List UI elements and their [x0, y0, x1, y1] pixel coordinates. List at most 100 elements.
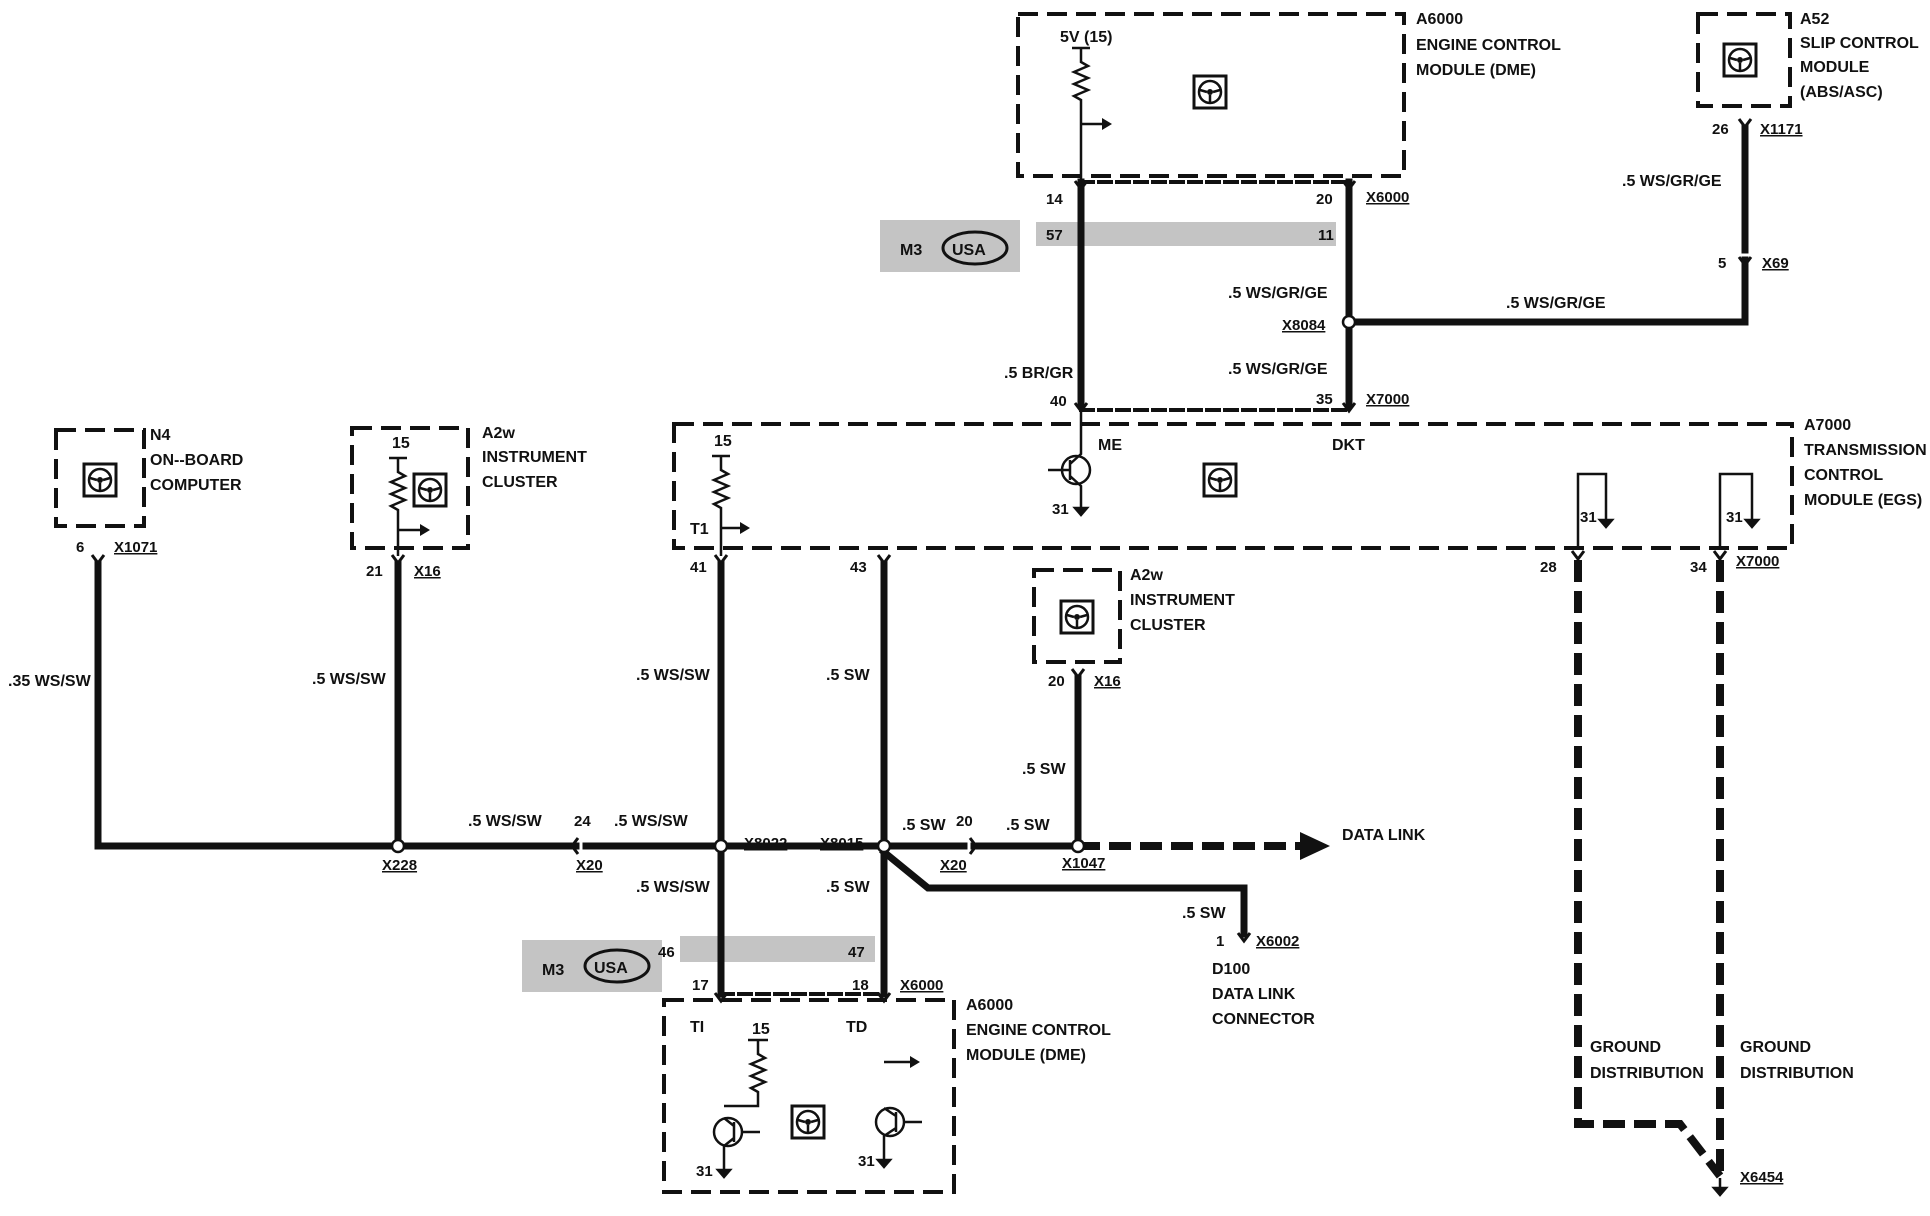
- pin-number: 1: [1216, 933, 1224, 950]
- pin-number: 6: [76, 539, 84, 556]
- label: GROUND: [1740, 1039, 1811, 1056]
- a6000-bottom-box: [662, 998, 956, 1194]
- a6000-top-label: A6000 ENGINE CONTROL MODULE (DME): [1416, 11, 1561, 79]
- label: N4: [150, 427, 171, 444]
- label: M3: [542, 962, 564, 979]
- a7000-ground-loop-28: 31: [1576, 472, 1614, 548]
- label: CONNECTOR: [1212, 1011, 1315, 1028]
- connector-label: X8022: [744, 835, 787, 852]
- pin-number: 40: [1050, 393, 1067, 410]
- connector-label: X6000: [900, 977, 943, 994]
- label: CLUSTER: [1130, 617, 1206, 634]
- steering-wheel-icon: [82, 462, 118, 498]
- label: A7000: [1804, 417, 1851, 434]
- label: .5 SW: [1182, 905, 1226, 922]
- label: .5 WS/GR/GE: [1622, 173, 1722, 190]
- label: TRANSMISSION: [1804, 442, 1927, 459]
- steering-wheel-icon: [1192, 74, 1228, 110]
- connector-label: X8084: [1282, 317, 1326, 334]
- label: TD: [846, 1019, 867, 1036]
- pin-terminal-icon: [1570, 549, 1586, 561]
- ground-icon: [876, 1148, 892, 1169]
- connector-label: X20: [576, 857, 603, 874]
- pin-number: 24: [574, 813, 591, 830]
- pin-number: 41: [690, 559, 707, 576]
- d100-label: D100 DATA LINK CONNECTOR: [1212, 961, 1315, 1028]
- connector-label: X8015: [820, 835, 863, 852]
- wire-ws-gr-ge-to-x69: [1345, 256, 1749, 326]
- label: ENGINE CONTROL: [966, 1022, 1111, 1039]
- pin-number: 26: [1712, 121, 1729, 138]
- pin-number: 35: [1316, 391, 1333, 408]
- label: ENGINE CONTROL: [1416, 37, 1561, 54]
- pin-number: 28: [1540, 559, 1557, 576]
- label: 15: [392, 435, 410, 452]
- a2w-mid-box: [1032, 568, 1122, 664]
- label: A52: [1800, 11, 1829, 28]
- ground-distribution-label-28: GROUND DISTRIBUTION: [1590, 1039, 1704, 1082]
- steering-wheel-icon: [1059, 599, 1095, 635]
- pin-terminal-icon: [713, 553, 729, 565]
- pin-number: 20: [1316, 191, 1333, 208]
- label: .5 WS/SW: [468, 813, 543, 830]
- splice-x8015: [876, 838, 892, 854]
- pin-number: 17: [692, 977, 709, 994]
- pin-terminal-icon: [90, 553, 106, 565]
- pin-number: 31: [1726, 509, 1743, 526]
- label: 5V (15): [1060, 29, 1112, 46]
- label: T1: [690, 521, 709, 538]
- label: (ABS/ASC): [1800, 84, 1883, 101]
- label: ME: [1098, 437, 1122, 454]
- a2w-mid-label: A2w INSTRUMENT CLUSTER: [1130, 567, 1235, 634]
- pin-number: 11: [1318, 227, 1334, 244]
- m3-usa-badge-top: M3 USA: [880, 220, 1020, 272]
- ground-distribution-label-34: GROUND DISTRIBUTION: [1740, 1039, 1854, 1082]
- a6000-bottom-ti-circuit: TI 15 31: [690, 1019, 770, 1180]
- connector-label: X1071: [114, 539, 157, 556]
- connector-label: X7000: [1736, 553, 1779, 570]
- data-link-arrow-icon: [1300, 832, 1330, 860]
- connector-label: X16: [414, 563, 441, 580]
- ground-icon: [716, 1158, 732, 1179]
- steering-wheel-icon: [1202, 462, 1238, 498]
- pin-number: 34: [1690, 559, 1707, 576]
- label: CLUSTER: [482, 474, 558, 491]
- connector-label: X1047: [1062, 855, 1105, 872]
- connector-label: X1171: [1760, 121, 1803, 138]
- pin-number: 18: [852, 977, 869, 994]
- label: INSTRUMENT: [1130, 592, 1235, 609]
- steering-wheel-icon: [790, 1104, 826, 1140]
- ground-icon: [1598, 508, 1614, 529]
- ground-distribution-wire-28: [1574, 560, 1724, 1179]
- connector-label: X69: [1762, 255, 1789, 272]
- label: .5 WS/SW: [636, 879, 711, 896]
- m3-band-bottom: [680, 936, 875, 962]
- connector-label: X6454: [1740, 1169, 1784, 1186]
- connector-label: X6000: [1366, 189, 1409, 206]
- pin-number: 46: [658, 944, 675, 961]
- pin-number: 20: [1048, 673, 1065, 690]
- connector-label: X20: [940, 857, 967, 874]
- pin-terminal-icon: [390, 553, 406, 565]
- a52-box: [1696, 12, 1792, 108]
- label: M3: [900, 242, 922, 259]
- label: A2w: [482, 425, 515, 442]
- a52-label: A52 SLIP CONTROL MODULE (ABS/ASC): [1800, 11, 1919, 101]
- label: DISTRIBUTION: [1740, 1065, 1854, 1082]
- me-transistor: ME 31 DKT: [1048, 412, 1365, 518]
- pin-number: 47: [848, 944, 865, 961]
- splice-x228: [390, 838, 406, 854]
- a7000-ground-loop-34: 31: [1718, 472, 1760, 548]
- splice-x8084: [1341, 314, 1357, 330]
- label: USA: [594, 960, 628, 977]
- pin-number: 31: [858, 1153, 875, 1170]
- label: A2w: [1130, 567, 1163, 584]
- m3-band-top: [1036, 222, 1336, 246]
- splice-x1047: [1070, 838, 1086, 854]
- label: GROUND: [1590, 1039, 1661, 1056]
- wire-ws-sw-n4: [94, 560, 580, 850]
- label: .5 WS/SW: [636, 667, 711, 684]
- label: .5 WS/SW: [312, 671, 387, 688]
- label: DATA LINK: [1212, 986, 1296, 1003]
- label: MODULE: [1800, 59, 1870, 76]
